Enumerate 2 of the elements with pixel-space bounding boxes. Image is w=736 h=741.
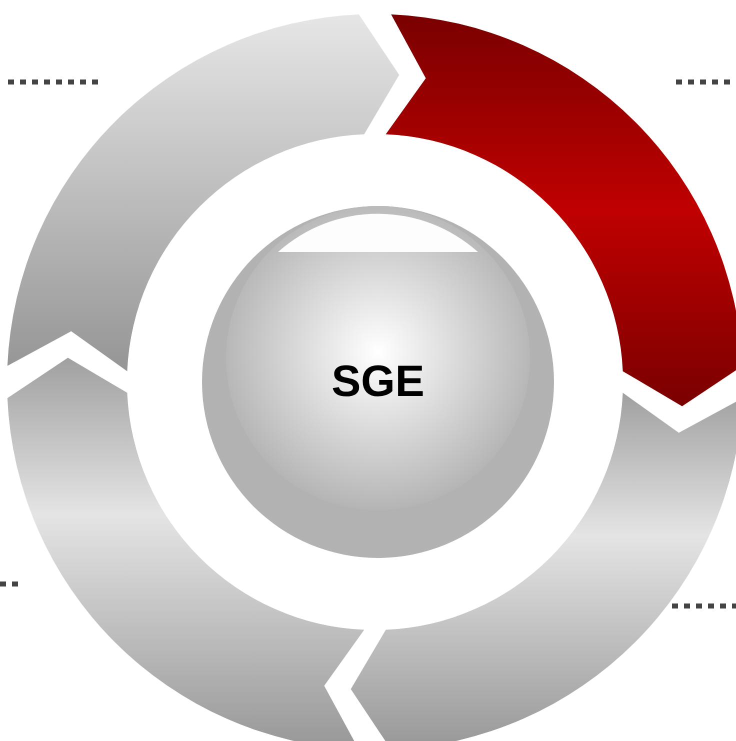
center-sphere [202,206,554,558]
center-label: SGE [330,357,426,407]
